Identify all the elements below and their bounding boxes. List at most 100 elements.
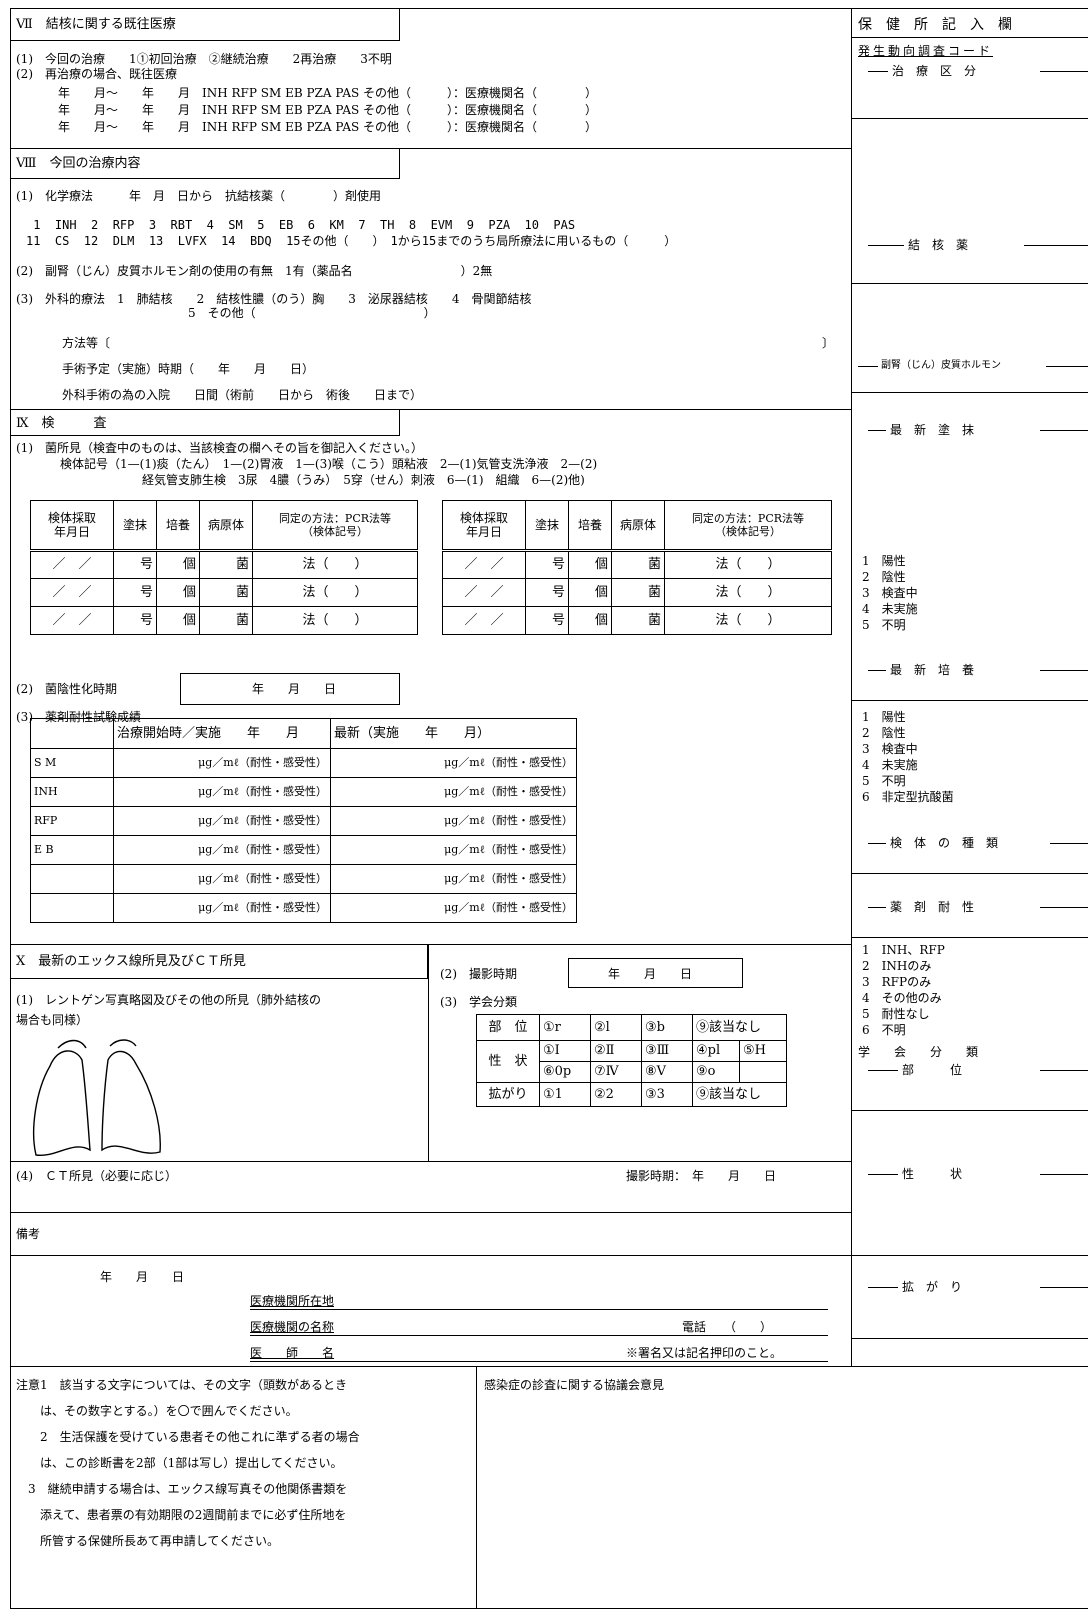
resist-opt[interactable]: 5 耐性なし	[862, 1007, 930, 1021]
cell[interactable]: 号	[113, 578, 157, 607]
cell[interactable]: ／ ／	[30, 606, 114, 635]
spread-opt[interactable]: ②2	[590, 1082, 642, 1107]
cell[interactable]: 個	[156, 606, 200, 635]
divider	[10, 1212, 851, 1213]
res-cell[interactable]: μg／mℓ（耐性・感受性）	[330, 806, 577, 836]
res-cell[interactable]: μg／mℓ（耐性・感受性）	[330, 893, 577, 923]
cell[interactable]: 菌	[611, 550, 665, 579]
res-cell[interactable]: μg／mℓ（耐性・感受性）	[113, 777, 331, 807]
spread-opt[interactable]: ⑨該当なし	[692, 1082, 787, 1107]
smear-opt[interactable]: 3 検査中	[862, 586, 918, 600]
nature-opt[interactable]: ⑨o	[692, 1061, 740, 1083]
cell[interactable]: 法（ ）	[664, 606, 832, 635]
cell[interactable]: 法（ ）	[252, 606, 418, 635]
sec7-current-treatment: (1) 今回の治療 1①初回治療 ②継続治療 2再治療 3不明	[16, 52, 392, 66]
cell[interactable]: 菌	[199, 578, 253, 607]
spread-opt[interactable]: ③3	[641, 1082, 693, 1107]
cell[interactable]: 菌	[199, 550, 253, 579]
resist-opt[interactable]: 3 RFPのみ	[862, 975, 932, 989]
res-cell[interactable]: μg／mℓ（耐性・感受性）	[113, 893, 331, 923]
cell[interactable]: 個	[568, 606, 612, 635]
name-line[interactable]	[250, 1335, 828, 1336]
culture-opt[interactable]: 1 陽性	[862, 710, 906, 724]
site-label: 部 位	[476, 1014, 540, 1041]
cell[interactable]: ／ ／	[30, 550, 114, 579]
nature-opt[interactable]: ⑥0p	[539, 1061, 591, 1083]
nature-opt[interactable]: ①Ⅰ	[539, 1040, 591, 1062]
cell[interactable]: 号	[525, 550, 569, 579]
negative-conversion-date: 年 月 日	[252, 682, 337, 696]
cell[interactable]: 号	[113, 550, 157, 579]
doctor-name-label: 医 師 名	[250, 1346, 335, 1360]
culture-opt[interactable]: 6 非定型抗酸菌	[862, 790, 954, 804]
cell[interactable]: 法（ ）	[664, 550, 832, 579]
nature-opt[interactable]: ⑧Ⅴ	[641, 1061, 693, 1083]
cell[interactable]: 号	[525, 578, 569, 607]
divider	[851, 1110, 1088, 1111]
smear-opt[interactable]: 2 陰性	[862, 570, 906, 584]
cell[interactable]: 法（ ）	[252, 578, 418, 607]
cell[interactable]: 個	[156, 578, 200, 607]
cell[interactable]: 法（ ）	[664, 578, 832, 607]
header-culture: 培養	[156, 500, 200, 552]
cell[interactable]: 法（ ）	[252, 550, 418, 579]
res-cell[interactable]: μg／mℓ（耐性・感受性）	[330, 777, 577, 807]
method-line: 方法等〔	[62, 336, 111, 350]
spread-opt[interactable]: ①1	[539, 1082, 591, 1107]
res-cell[interactable]: μg／mℓ（耐性・感受性）	[330, 748, 577, 778]
nature-opt[interactable]: ⑤H	[739, 1040, 787, 1062]
address-line[interactable]	[250, 1309, 828, 1310]
doctor-line[interactable]	[250, 1361, 828, 1362]
cell[interactable]: ／ ／	[30, 578, 114, 607]
cell[interactable]: 個	[156, 550, 200, 579]
frame-top	[10, 8, 1088, 9]
rule	[1040, 71, 1088, 72]
site-opt[interactable]: ①r	[539, 1014, 591, 1041]
xray-label-2: 場合も同様）	[16, 1013, 89, 1027]
cell[interactable]: 菌	[199, 606, 253, 635]
smear-opt[interactable]: 4 未実施	[862, 602, 918, 616]
nature-opt[interactable]: ③Ⅲ	[641, 1040, 693, 1062]
smear-opt[interactable]: 5 不明	[862, 618, 906, 632]
resist-opt[interactable]: 4 その他のみ	[862, 991, 942, 1005]
cell[interactable]: 菌	[611, 578, 665, 607]
cell[interactable]: 菌	[611, 606, 665, 635]
cell[interactable]: ／ ／	[442, 578, 526, 607]
cell[interactable]: 号	[113, 606, 157, 635]
negative-conversion-box[interactable]	[180, 673, 400, 705]
res-cell[interactable]: μg／mℓ（耐性・感受性）	[330, 835, 577, 865]
res-cell[interactable]: μg／mℓ（耐性・感受性）	[330, 864, 577, 894]
res-cell[interactable]: μg／mℓ（耐性・感受性）	[113, 835, 331, 865]
sec7-history-row: 年 月〜 年 月 INH RFP SM EB PZA PAS その他（ ）：医療…	[46, 120, 598, 134]
rule	[858, 366, 878, 367]
rule	[1040, 1070, 1088, 1071]
xray-date-box[interactable]	[568, 958, 743, 988]
resist-opt[interactable]: 1 INH、RFP	[862, 943, 945, 957]
cell[interactable]: 個	[568, 550, 612, 579]
note-line: は、その数字とする。）を〇で囲んでください。	[16, 1404, 298, 1418]
culture-opt[interactable]: 4 未実施	[862, 758, 918, 772]
site-opt[interactable]: ②l	[590, 1014, 642, 1041]
culture-opt[interactable]: 2 陰性	[862, 726, 906, 740]
nature-opt[interactable]: ②Ⅱ	[590, 1040, 642, 1062]
resist-opt[interactable]: 6 不明	[862, 1023, 906, 1037]
culture-opt[interactable]: 5 不明	[862, 774, 906, 788]
resist-opt[interactable]: 2 INHのみ	[862, 959, 932, 973]
council-opinion-label: 感染症の診査に関する協議会意見	[484, 1378, 665, 1392]
cell[interactable]: 号	[525, 606, 569, 635]
nature-opt[interactable]: ⑦Ⅳ	[590, 1061, 642, 1083]
cell[interactable]: ／ ／	[442, 606, 526, 635]
method-bracket-end: 〕	[822, 336, 835, 350]
cell[interactable]: ／ ／	[442, 550, 526, 579]
res-cell[interactable]: μg／mℓ（耐性・感受性）	[113, 864, 331, 894]
res-cell[interactable]: μg／mℓ（耐性・感受性）	[113, 806, 331, 836]
site-opt[interactable]: ③b	[641, 1014, 693, 1041]
smear-opt[interactable]: 1 陽性	[862, 554, 906, 568]
nature-opt[interactable]: ④pl	[692, 1040, 740, 1062]
culture-opt[interactable]: 3 検査中	[862, 742, 918, 756]
site-opt[interactable]: ⑨該当なし	[692, 1014, 787, 1041]
lung-sketch[interactable]	[28, 1030, 168, 1160]
cell[interactable]: 個	[568, 578, 612, 607]
res-cell[interactable]: μg／mℓ（耐性・感受性）	[113, 748, 331, 778]
